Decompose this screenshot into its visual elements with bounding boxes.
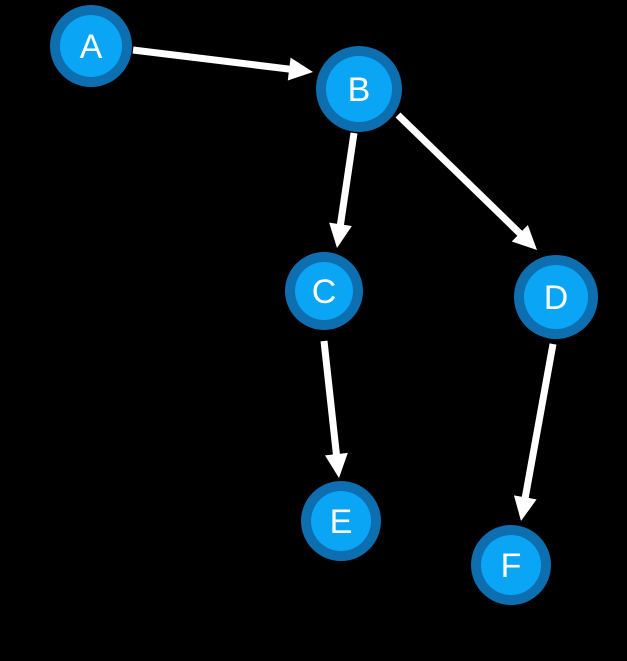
edge-line-B-D [395, 112, 527, 240]
arrow-head-icon-A-B [287, 57, 313, 81]
edge-line-C-E [320, 340, 341, 461]
node-fill-B [326, 56, 392, 122]
graph-edge-A-B[interactable] [132, 46, 313, 81]
graph-node-B[interactable]: B [316, 46, 402, 132]
arrow-head-icon-B-C [329, 222, 352, 248]
node-fill-E [311, 491, 371, 551]
graph-edge-B-C[interactable] [329, 132, 358, 248]
graph-node-A[interactable]: A [50, 5, 132, 87]
arrow-head-icon-C-E [324, 452, 348, 478]
graph-edge-D-F[interactable] [513, 343, 557, 521]
nodes-layer: A B C D E F [50, 5, 598, 605]
node-fill-F [481, 535, 541, 595]
graph-node-D[interactable]: D [514, 255, 598, 339]
arrow-head-icon-D-F [513, 495, 537, 521]
node-fill-C [295, 262, 353, 320]
graph-edge-B-D[interactable] [395, 112, 537, 250]
edge-line-A-B [132, 46, 296, 74]
edge-line-D-F [520, 343, 557, 504]
graph-node-E[interactable]: E [301, 481, 381, 561]
graph-edge-C-E[interactable] [320, 340, 348, 478]
node-fill-D [524, 265, 588, 329]
edge-line-B-C [336, 132, 358, 231]
arrow-head-icon-B-D [511, 225, 537, 250]
node-fill-A [60, 15, 122, 77]
graph-node-C[interactable]: C [285, 252, 363, 330]
graph-node-F[interactable]: F [471, 525, 551, 605]
edges-layer [132, 46, 557, 521]
